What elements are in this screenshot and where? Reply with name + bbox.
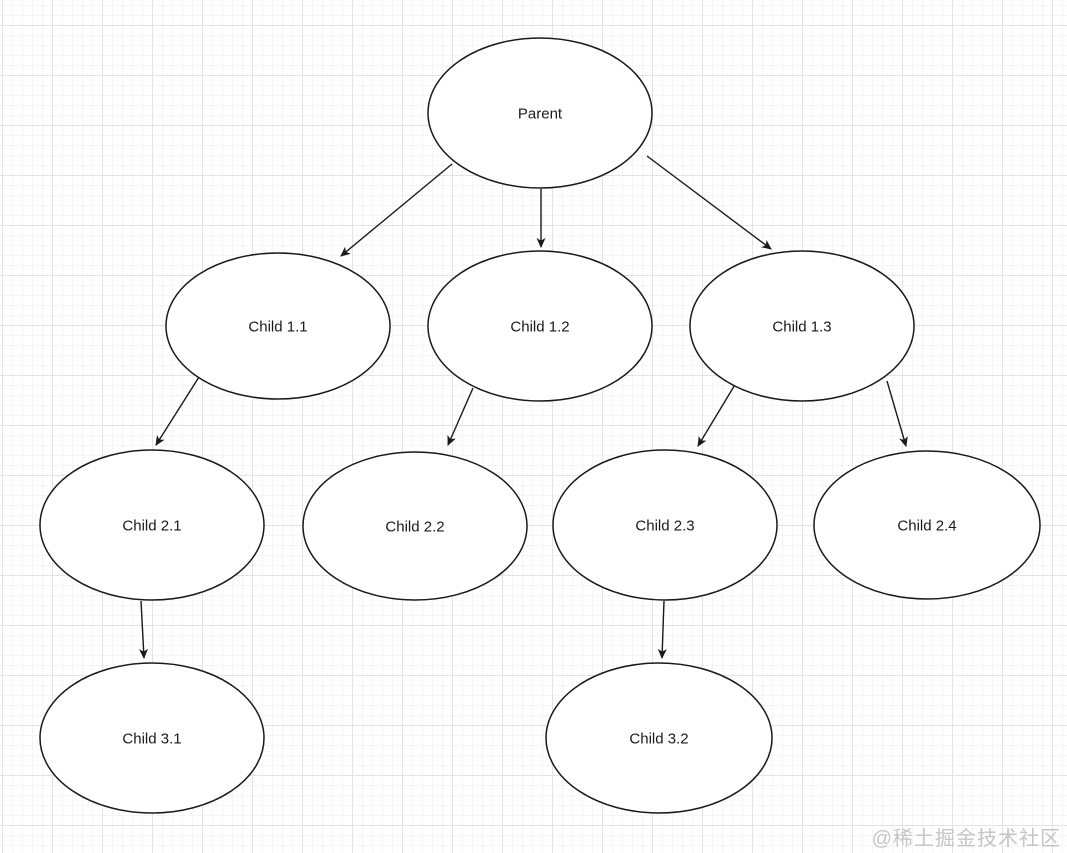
node-child-1-2-shape (427, 250, 653, 402)
node-child-1-2: Child 1.2 (427, 250, 653, 402)
node-child-3-1-label: Child 3.1 (122, 730, 181, 747)
edge-child-1-3-to-child-2-3 (697, 382, 737, 447)
node-child-2-4-label: Child 2.4 (897, 517, 956, 534)
node-child-2-3-label: Child 2.3 (635, 517, 694, 534)
node-child-2-1-label: Child 2.1 (122, 517, 181, 534)
node-child-3-2-label: Child 3.2 (629, 730, 688, 747)
node-parent-shape (427, 37, 653, 189)
edge-parent-to-child-1-1 (340, 163, 453, 257)
node-child-2-3-shape (552, 449, 778, 601)
node-child-2-2: Child 2.2 (302, 451, 528, 601)
node-child-3-2: Child 3.2 (545, 662, 773, 814)
edge-child-1-1-to-child-2-1 (155, 376, 200, 446)
node-child-1-1: Child 1.1 (165, 252, 391, 400)
edge-child-2-3-to-child-3-2 (657, 600, 667, 659)
node-child-3-1: Child 3.1 (39, 662, 265, 814)
node-child-1-1-label: Child 1.1 (248, 318, 307, 335)
node-child-1-3-shape (689, 250, 915, 402)
node-child-2-4-shape (813, 450, 1041, 600)
node-child-1-3: Child 1.3 (689, 250, 915, 402)
node-child-3-2-shape (545, 662, 773, 814)
node-child-2-3: Child 2.3 (552, 449, 778, 601)
node-child-1-2-label: Child 1.2 (510, 318, 569, 335)
edge-child-1-2-to-child-2-2 (447, 387, 474, 446)
edge-child-1-3-to-child-2-4 (886, 380, 908, 447)
edge-layer (139, 155, 908, 659)
node-child-1-1-shape (165, 252, 391, 400)
node-child-1-3-label: Child 1.3 (772, 318, 831, 335)
node-child-2-2-shape (302, 451, 528, 601)
node-child-2-4: Child 2.4 (813, 450, 1041, 600)
edge-child-2-1-to-child-3-1 (139, 600, 149, 659)
watermark: @稀土掘金技术社区 (871, 828, 1061, 850)
node-parent-label: Parent (518, 105, 563, 122)
node-child-2-1-shape (39, 449, 265, 601)
edge-parent-to-child-1-3 (646, 155, 772, 250)
node-child-3-1-shape (39, 662, 265, 814)
node-child-2-1: Child 2.1 (39, 449, 265, 601)
node-child-2-2-label: Child 2.2 (385, 518, 444, 535)
node-parent: Parent (427, 37, 653, 189)
